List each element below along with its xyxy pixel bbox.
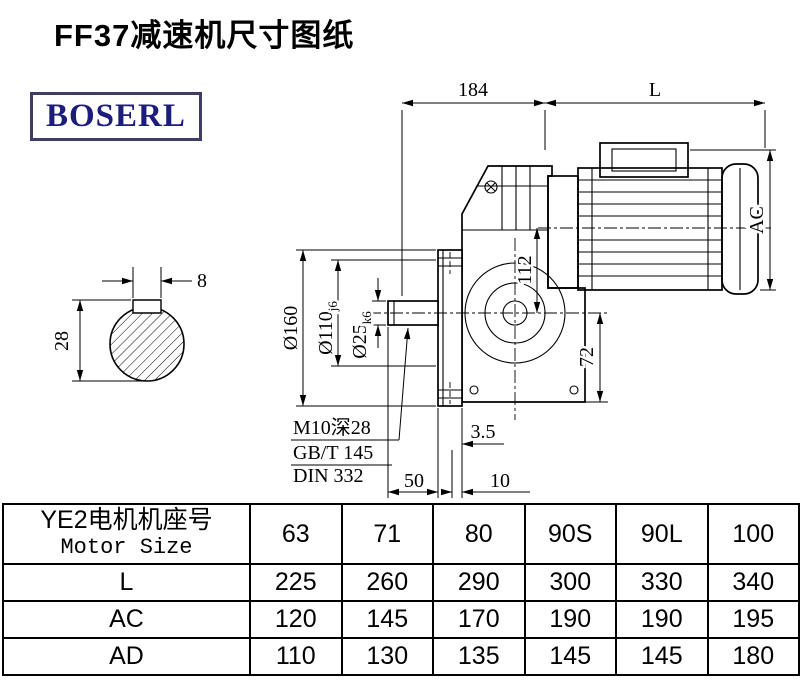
dim-72: 72	[576, 347, 598, 367]
dim-112: 112	[514, 255, 536, 284]
dim-gap: 3.5	[471, 421, 496, 443]
motor-body	[577, 167, 723, 291]
dim-L: L	[649, 79, 661, 101]
motor-dimension-table: YE2电机机座号 Motor Size 63 71 80 90S 90L 100…	[2, 503, 800, 676]
row-label-L: L	[2, 563, 251, 602]
diameter-dimensions: Ø160 Ø110j6 Ø25k6	[278, 249, 436, 407]
top-dimensions: 184 L	[401, 79, 766, 296]
terminal-box	[599, 142, 689, 178]
page-title: FF37减速机尺寸图纸	[54, 18, 355, 53]
cell-AD-71: 130	[340, 637, 434, 676]
row-label-AC: AC	[2, 600, 251, 639]
technical-drawing: 8 28 184 L	[49, 79, 776, 498]
cell-L-100: 340	[706, 563, 800, 602]
boserl-logo-text: BOSERL	[46, 98, 186, 134]
motor-size-90l: 90L	[615, 503, 709, 565]
note-tap: M10深28	[293, 416, 371, 439]
table-row-L: L 225 260 290 300 330 340	[2, 563, 800, 602]
cell-L-63: 225	[249, 563, 343, 602]
motor-size-label-cn: YE2电机机座号	[40, 506, 213, 535]
motor-size-header-cell: YE2电机机座号 Motor Size	[2, 503, 251, 565]
table-header-row: YE2电机机座号 Motor Size 63 71 80 90S 90L 100	[2, 503, 800, 565]
table-row-AC: AC 120 145 170 190 190 195	[2, 600, 800, 639]
dim-AC: AC	[746, 206, 768, 234]
cell-L-80: 290	[432, 563, 526, 602]
motor-adapter-flange	[547, 175, 579, 289]
dim-shaft-length: 50	[404, 470, 424, 492]
dim-flange-od: Ø160	[280, 306, 302, 350]
cell-AC-80: 170	[432, 600, 526, 639]
cell-AD-90l: 145	[615, 637, 709, 676]
dim-key-width: 8	[197, 270, 207, 292]
output-flange-and-shaft	[368, 249, 610, 407]
oil-plug-mark	[484, 180, 498, 194]
motor-size-label-en: Motor Size	[60, 535, 193, 561]
cell-AC-90s: 190	[523, 600, 617, 639]
motor-size-80: 80	[432, 503, 526, 565]
boserl-logo: BOSERL	[30, 92, 202, 142]
note-din-standard: DIN 332	[293, 465, 364, 487]
cell-AD-100: 180	[706, 637, 800, 676]
dim-flange-thickness: 10	[490, 470, 510, 492]
cell-L-71: 260	[340, 563, 434, 602]
motor-size-71: 71	[340, 503, 434, 565]
motor-outline	[538, 142, 772, 295]
ac-dimension: AC	[690, 149, 776, 291]
table-row-AD: AD 110 130 135 145 145 180	[2, 637, 800, 676]
dim-184: 184	[458, 79, 488, 101]
motor-size-63: 63	[249, 503, 343, 565]
note-gb-standard: GB/T 145	[293, 442, 373, 464]
cell-L-90l: 330	[615, 563, 709, 602]
row-label-AD: AD	[2, 637, 251, 676]
cell-AD-80: 135	[432, 637, 526, 676]
dim-shaft-diameter: Ø25k6	[349, 311, 374, 359]
cell-AD-90s: 145	[523, 637, 617, 676]
cell-AC-71: 145	[340, 600, 434, 639]
dim-key-height: 28	[51, 331, 73, 351]
dim-spigot-diameter: Ø110j6	[315, 301, 340, 355]
bottom-dimensions: 3.5 50 10	[387, 327, 530, 498]
cell-L-90s: 300	[523, 563, 617, 602]
dim-112-group: 112	[512, 228, 541, 313]
cell-AC-100: 195	[706, 600, 800, 639]
dim-72-group: 72	[574, 313, 608, 403]
motor-size-100: 100	[706, 503, 800, 565]
cell-AC-63: 120	[249, 600, 343, 639]
motor-size-90s: 90S	[523, 503, 617, 565]
fan-cowl	[721, 163, 759, 295]
output-flange	[437, 249, 463, 407]
shaft-section-detail: 8 28	[49, 267, 207, 382]
cell-AD-63: 110	[249, 637, 343, 676]
gear-housing	[461, 165, 586, 420]
shaft-end-notes: M10深28 GB/T 145 DIN 332	[291, 327, 411, 487]
cell-AC-90l: 190	[615, 600, 709, 639]
